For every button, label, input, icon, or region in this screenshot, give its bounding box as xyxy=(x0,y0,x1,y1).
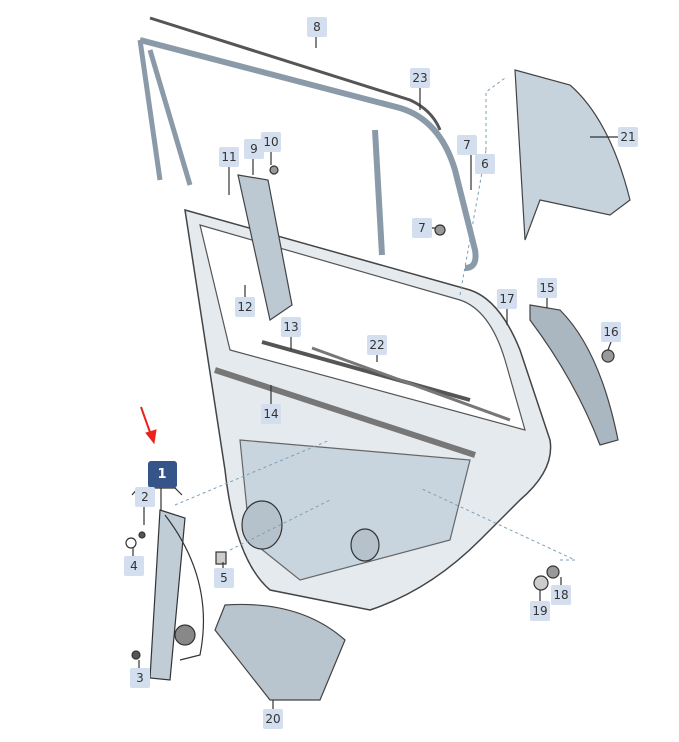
callout-c17[interactable]: 17 xyxy=(497,289,517,309)
callout-c9[interactable]: 9 xyxy=(244,139,264,159)
seal-strip-8 xyxy=(149,16,442,131)
seal-14 xyxy=(214,367,476,458)
callout-c18[interactable]: 18 xyxy=(551,585,571,605)
callout-c15[interactable]: 15 xyxy=(537,278,557,298)
seal-13 xyxy=(261,340,471,402)
callout-c10[interactable]: 10 xyxy=(261,132,281,152)
callout-c11[interactable]: 11 xyxy=(219,147,239,167)
callout-c8[interactable]: 8 xyxy=(307,17,327,37)
quarter-trim-21 xyxy=(514,69,631,241)
callout-c23[interactable]: 23 xyxy=(410,68,430,88)
trim-strip-9 xyxy=(237,174,293,321)
callout-c1[interactable]: 1 xyxy=(147,460,177,488)
seal-22 xyxy=(311,346,511,422)
callout-c16[interactable]: 16 xyxy=(601,322,621,342)
callout-c22[interactable]: 22 xyxy=(367,335,387,355)
callout-c5[interactable]: 5 xyxy=(214,568,234,588)
callout-c7b[interactable]: 7 xyxy=(412,218,432,238)
callout-c14[interactable]: 14 xyxy=(261,404,281,424)
trim-15 xyxy=(529,304,619,446)
callout-c4[interactable]: 4 xyxy=(124,556,144,576)
callout-c3[interactable]: 3 xyxy=(130,668,150,688)
red-arrow-icon xyxy=(140,406,157,445)
cover-20 xyxy=(214,603,346,701)
callout-c20[interactable]: 20 xyxy=(263,709,283,729)
callout-c2[interactable]: 2 xyxy=(135,487,155,507)
window-regulator xyxy=(149,509,186,681)
callout-c21[interactable]: 21 xyxy=(618,127,638,147)
window-channel-23 xyxy=(139,37,479,271)
callout-c19[interactable]: 19 xyxy=(530,601,550,621)
callout-c7a[interactable]: 7 xyxy=(457,135,477,155)
callout-c12[interactable]: 12 xyxy=(235,297,255,317)
callout-c13[interactable]: 13 xyxy=(281,317,301,337)
callout-c6[interactable]: 6 xyxy=(475,154,495,174)
